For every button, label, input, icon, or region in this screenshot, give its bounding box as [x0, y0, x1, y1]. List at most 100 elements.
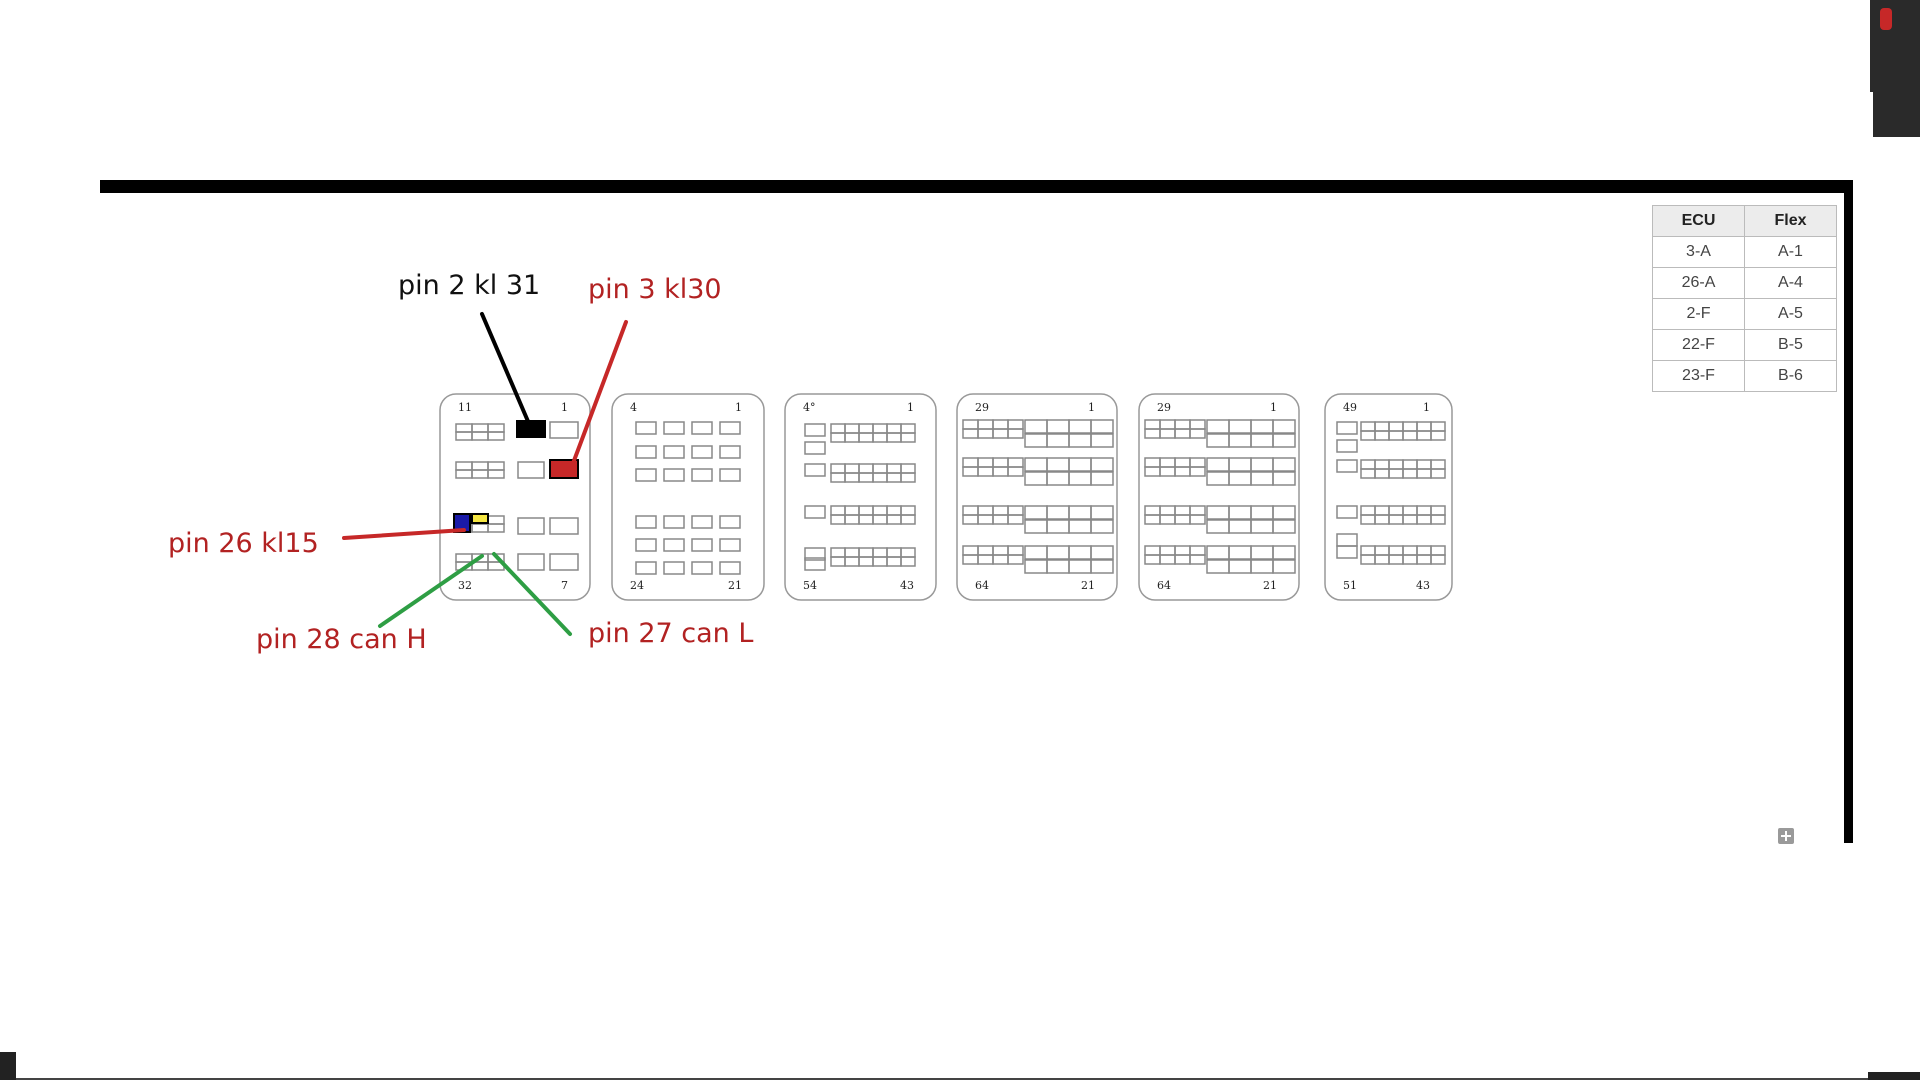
pin-cell: [635, 561, 657, 575]
pin-cell: [1228, 559, 1252, 574]
pin-cell: [663, 515, 685, 529]
pin-cell: [1374, 459, 1390, 470]
pin-number-label: 1: [1270, 401, 1277, 414]
cell-ecu: 2-F: [1652, 298, 1745, 330]
pin-cell: [517, 461, 545, 479]
pin-cell: [1374, 468, 1390, 479]
pin-cell: [1024, 433, 1048, 448]
pin-cell: [1250, 433, 1274, 448]
pin-number-label: 4: [630, 401, 637, 414]
pin-cell: [1272, 433, 1296, 448]
pin-cell: [549, 421, 579, 439]
pin-cell: [1388, 505, 1404, 516]
pin-cell: [830, 463, 846, 474]
pin-cell: [977, 428, 994, 439]
pin-cell: [1144, 514, 1161, 525]
pin-cell: [1159, 505, 1176, 516]
pin-cell: [872, 505, 888, 516]
pin-cell: [1189, 466, 1206, 477]
pin-cell: [1430, 545, 1446, 556]
pin-cell: [977, 457, 994, 468]
pin-number-label: 1: [1423, 401, 1430, 414]
pin-cell: [1024, 419, 1048, 434]
pin-cell: [1189, 457, 1206, 468]
pin-cell: [1228, 457, 1252, 472]
pin-cell: [1090, 419, 1114, 434]
plus-square-icon[interactable]: [1778, 828, 1794, 844]
table-row: 22-F B-5: [1652, 329, 1837, 361]
header-flex: Flex: [1744, 205, 1837, 237]
wire-pin2: [480, 312, 532, 428]
pin-cell: [830, 472, 846, 483]
pin-cell: [1374, 554, 1390, 565]
pin-cell: [1402, 554, 1418, 565]
pin-cell: [1159, 428, 1176, 439]
pin-cell: [1272, 519, 1296, 534]
pin-cell: [1374, 514, 1390, 525]
pin-number-label: 7: [561, 579, 568, 592]
pin-cell: [1159, 514, 1176, 525]
pin-cell: [872, 432, 888, 443]
pin-cell: [1090, 559, 1114, 574]
pin-cell: [872, 556, 888, 567]
callout-pin28-can-h: pin 28 can H: [256, 624, 427, 655]
pin-cell: [804, 463, 826, 477]
cell-ecu: 22-F: [1652, 329, 1745, 361]
pin-cell: [663, 561, 685, 575]
pin-cell: [1388, 545, 1404, 556]
pin-cell: [1360, 430, 1376, 441]
pin-cell: [1090, 457, 1114, 472]
pin-cell: [1402, 505, 1418, 516]
pin-cell: [1374, 545, 1390, 556]
pin-cell: [1336, 533, 1358, 547]
pin-number-label: 43: [900, 579, 914, 592]
pin-cell: [1374, 505, 1390, 516]
pin-number-label: 49: [1343, 401, 1357, 414]
pin-cell: [455, 431, 473, 441]
pin-cell: [1228, 505, 1252, 520]
pin-cell: [1250, 505, 1274, 520]
pin-number-label: 64: [1157, 579, 1171, 592]
pin-cell: [1024, 559, 1048, 574]
pin-cell: [663, 421, 685, 435]
pin-number-label: 64: [975, 579, 989, 592]
pin-number-label: 54: [803, 579, 817, 592]
pin-cell: [844, 514, 860, 525]
pin-cell: [1174, 554, 1191, 565]
cell-flex: A-4: [1744, 267, 1837, 299]
pin-cell: [1144, 466, 1161, 477]
pin-cell: [1068, 559, 1092, 574]
pin-cell: [962, 419, 979, 430]
pin-cell: [962, 545, 979, 556]
pin-cell: [992, 554, 1009, 565]
pin-cell: [1360, 554, 1376, 565]
pin-cell: [1007, 554, 1024, 565]
pin-cell: [844, 472, 860, 483]
pin-number-label: 1: [907, 401, 914, 414]
pin-cell: [1046, 519, 1070, 534]
pin-cell: [635, 445, 657, 459]
pin-cell: [992, 466, 1009, 477]
pin-cell: [858, 505, 874, 516]
pin-cell: [1430, 514, 1446, 525]
pin-cell: [1068, 471, 1092, 486]
pin-cell: [1206, 519, 1230, 534]
pin-cell: [663, 468, 685, 482]
pin-cell: [691, 468, 713, 482]
pin-cell: [1250, 545, 1274, 560]
pin-cell: [517, 517, 545, 535]
connector-group: [439, 393, 1453, 601]
pin-cell: [1430, 468, 1446, 479]
pin-cell: [900, 432, 916, 443]
pin-yellow-highlight: [471, 513, 489, 524]
pin-cell: [872, 547, 888, 558]
pin-cell: [1144, 419, 1161, 430]
pin-cell: [1228, 433, 1252, 448]
pin-cell: [886, 463, 902, 474]
pin-cell: [663, 538, 685, 552]
table-row: 23-F B-6: [1652, 360, 1837, 392]
pin-cell: [1174, 419, 1191, 430]
pin-cell: [1068, 519, 1092, 534]
